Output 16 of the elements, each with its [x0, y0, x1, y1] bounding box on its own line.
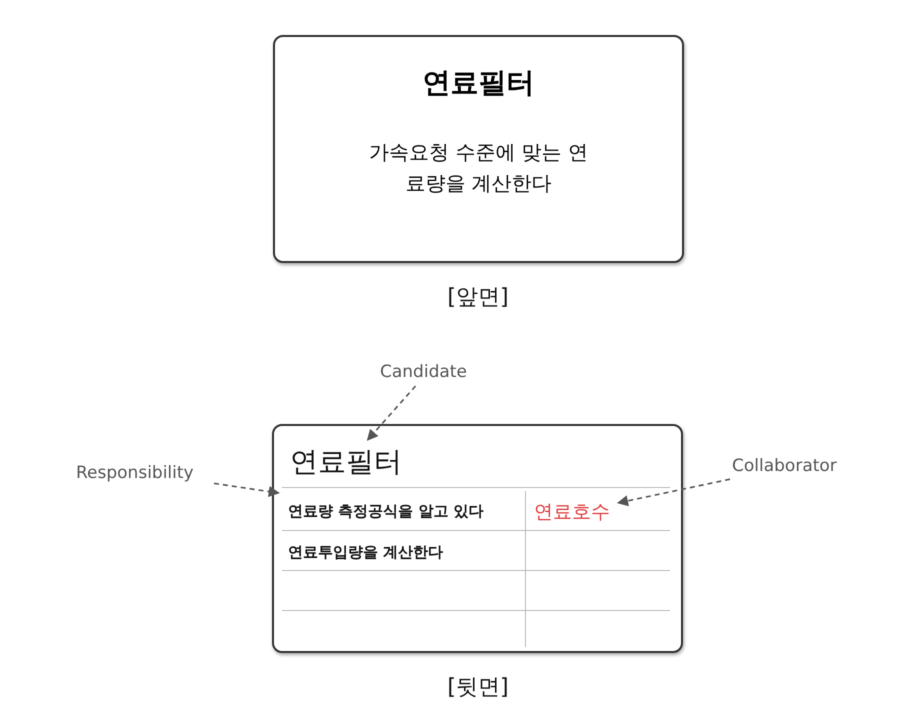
arrow	[214, 482, 280, 498]
node-label: [뒷면]	[447, 674, 509, 702]
annotation-label: Responsibility	[74, 459, 214, 487]
collaborator-text: 연료호수	[532, 498, 618, 526]
annotation-label: Collaborator	[730, 452, 855, 480]
card-title: 연료필터	[422, 67, 536, 98]
card-title: 연료필터	[288, 440, 408, 484]
responsibility-text: 연료량 측정공식을 알고 있다	[278, 493, 522, 529]
card	[273, 35, 684, 263]
responsibility-text: 연료투입량을 계산한다	[278, 532, 526, 572]
arrow	[366, 385, 416, 441]
annotation-label: Candidate	[378, 358, 478, 386]
card	[272, 424, 683, 653]
card-description: 가속요청 수준에 맞는 연료량을 계산한다	[368, 139, 590, 197]
arrow	[616, 478, 730, 506]
node-label: [앞면]	[447, 284, 509, 312]
